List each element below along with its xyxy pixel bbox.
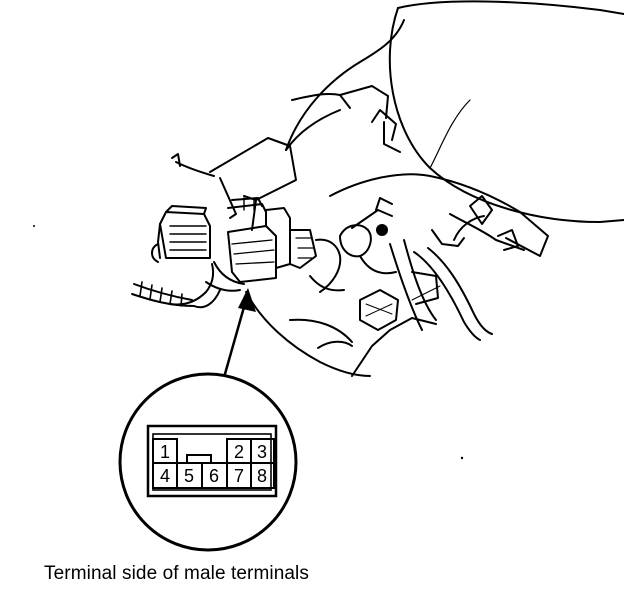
pin-3-label: 3: [257, 442, 267, 462]
harness-cable: [175, 161, 215, 177]
mounting-bracket: [209, 137, 297, 201]
pin-5-label: 5: [184, 466, 194, 486]
engine-compartment-illustration: [131, 0, 624, 377]
pin-8-label: 8: [257, 466, 267, 486]
relay-box: [159, 211, 211, 259]
arrow-shaft: [219, 299, 248, 389]
engine-outline-upper: [285, 19, 405, 151]
coolant-hose: [413, 251, 481, 341]
locking-tab: [186, 454, 212, 462]
arrow-head: [238, 288, 256, 312]
engine-block-right: [329, 173, 549, 257]
pointer-arrow: [219, 288, 256, 389]
sensor-body: [339, 224, 372, 258]
air-cleaner-cover: [388, 7, 624, 223]
figure-caption: Terminal side of male terminals: [44, 563, 309, 584]
connector-face: 1 2 3 4 5 6 7 8: [146, 424, 278, 498]
pin-6-label: 6: [209, 466, 219, 486]
pin-1-label: 1: [160, 442, 170, 462]
pin-7-label: 7: [234, 466, 244, 486]
pin-4-label: 4: [160, 466, 170, 486]
engine-lower-body: [245, 291, 371, 377]
air-cleaner-rim: [397, 0, 624, 15]
pin-2-label: 2: [234, 442, 244, 462]
